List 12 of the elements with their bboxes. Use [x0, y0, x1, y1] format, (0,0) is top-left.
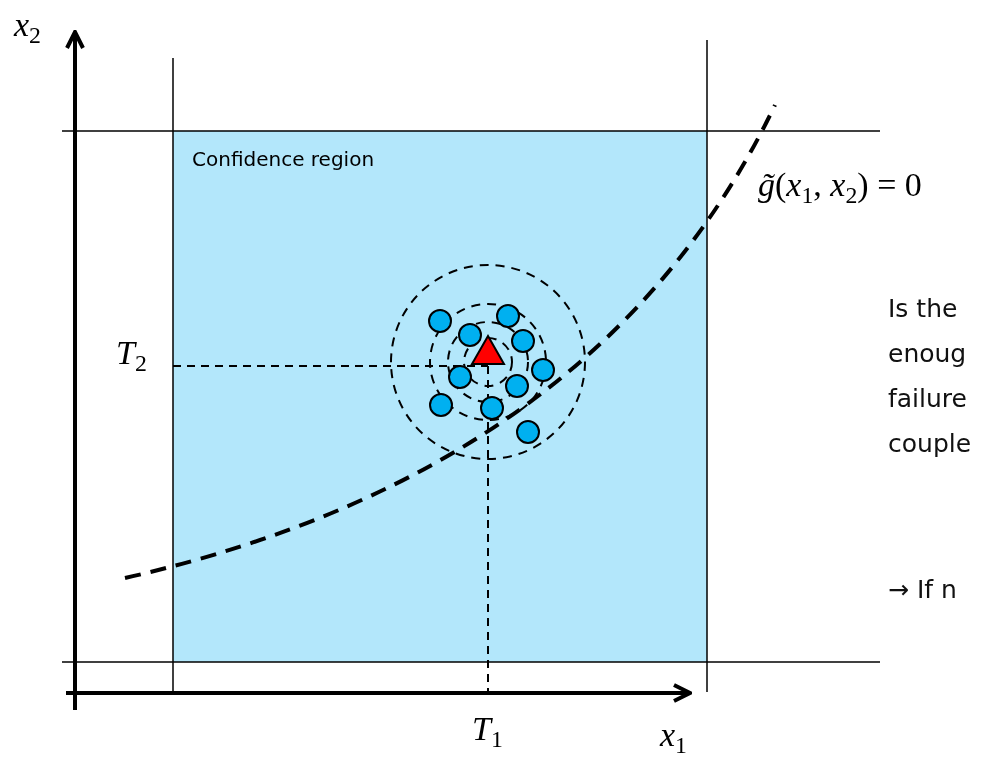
region-label: Confidence region — [192, 147, 375, 171]
axis-label: T$_{2}$ — [116, 336, 147, 376]
question-text: → If n — [888, 577, 957, 602]
question-text: Is the — [888, 296, 958, 321]
equation-label: g̃(x$_{1}$, x$_{2}$) = 0 — [758, 168, 922, 208]
question-text: couple — [888, 431, 972, 456]
axis-label: x$_{2}$ — [14, 8, 41, 48]
axis-label: x$_{1}$ — [660, 718, 687, 758]
question-text: failure — [888, 386, 967, 411]
axis-label: T$_{1}$ — [472, 712, 503, 752]
confidence-region — [173, 131, 707, 662]
question-text: enoug — [888, 341, 967, 366]
